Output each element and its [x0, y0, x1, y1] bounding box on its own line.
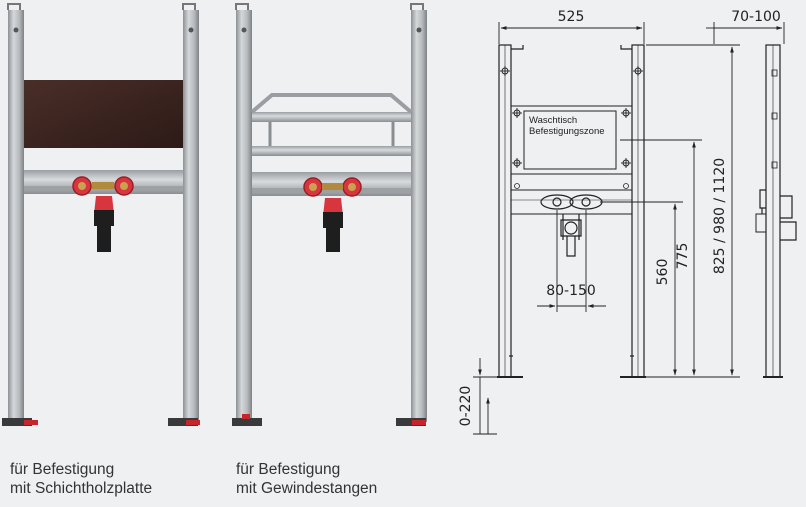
dim-560-label: 560 [655, 259, 671, 286]
upright-left [236, 10, 252, 422]
frame-plywood [2, 3, 200, 426]
technical-drawing-front [497, 44, 646, 378]
dim-width-label: 525 [558, 9, 585, 25]
dim-total-height-label: 825 / 980 / 1120 [712, 158, 728, 274]
threaded-rod-bracket [250, 93, 413, 156]
bolt-icon [241, 27, 247, 33]
mounting-point-icon [500, 66, 643, 168]
foot [396, 418, 426, 426]
drain-fitting [94, 196, 114, 252]
caption-threaded-rods-line2: mit Gewindestangen [236, 480, 378, 497]
zone-label-line2: Befestigungszone [529, 126, 605, 137]
dim-depth-label: 70-100 [731, 9, 781, 25]
upright-right [183, 10, 199, 422]
caption-threaded-rods: für Befestigung mit Gewindestangen [236, 460, 377, 498]
plywood-board [24, 80, 183, 148]
frame-threaded-rods [232, 3, 427, 426]
upright-left [8, 10, 24, 422]
foot [2, 418, 32, 426]
dim-valve-spacing-label: 80-150 [546, 283, 596, 299]
drain-fitting [323, 198, 343, 252]
valve-pair [303, 177, 362, 197]
foot [168, 418, 198, 426]
bolt-icon [416, 27, 422, 33]
bolt-icon [13, 27, 19, 33]
foot [232, 418, 262, 426]
dimension-lines [473, 22, 785, 435]
bolt-icon [188, 27, 194, 33]
dim-foot-adjust-label: 0-220 [458, 386, 474, 427]
valve-pair [72, 176, 134, 196]
caption-threaded-rods-line1: für Befestigung [236, 461, 341, 478]
caption-plywood-line2: mit Schichtholzplatte [10, 480, 153, 497]
top-hook [182, 3, 196, 10]
zone-label-line1: Waschtisch [529, 115, 577, 126]
dim-775-label: 775 [675, 243, 691, 270]
upright-right [411, 10, 427, 422]
top-hook [7, 3, 21, 10]
caption-plywood-line1: für Befestigung [10, 461, 115, 478]
caption-plywood: für Befestigung mit Schichtholzplatte [10, 460, 152, 498]
technical-drawing-side [755, 44, 797, 378]
